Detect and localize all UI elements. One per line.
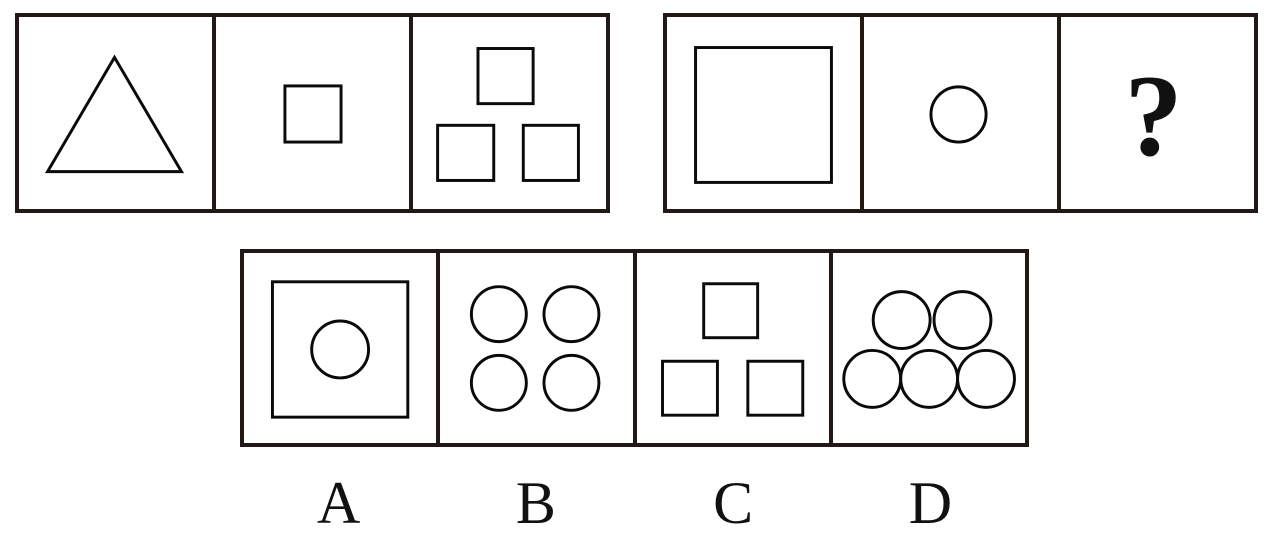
- option-labels-row: A B C D: [240, 473, 1029, 533]
- sequence-group-left: [15, 13, 610, 213]
- cell-large-square-shapes: [694, 46, 833, 184]
- answer-options-group: [240, 249, 1029, 447]
- option-label-b: B: [515, 470, 556, 536]
- square-shape: [745, 359, 804, 417]
- circle-shape: [871, 290, 932, 350]
- sequence-cell-one-circle: [860, 17, 1057, 209]
- square-shape: [436, 123, 496, 182]
- circle-shape: [542, 353, 601, 412]
- option-label-d: D: [908, 470, 953, 536]
- sequence-cell-question-mark: ?: [1057, 17, 1254, 209]
- circle-shape: [932, 290, 993, 350]
- sequence-cell-large-square: [667, 17, 860, 209]
- cell-one-circle-shapes: [929, 85, 988, 144]
- option-label-a: A: [316, 470, 361, 536]
- option-d-five-circles-shapes: [842, 290, 1016, 409]
- square-shape: [283, 84, 343, 144]
- cell-three-squares-shapes: [436, 47, 580, 182]
- sequence-cell-one-square: [212, 17, 409, 209]
- option-cell-d[interactable]: [828, 253, 1025, 443]
- circle-shape: [955, 348, 1016, 409]
- option-c-three-squares-shapes: [660, 282, 804, 417]
- sequence-cell-three-squares: [409, 17, 606, 209]
- option-cell-b[interactable]: [436, 253, 632, 443]
- circle-shape: [470, 285, 529, 344]
- option-label-c: C: [713, 470, 754, 536]
- option-cell-c[interactable]: [632, 253, 829, 443]
- square-shape: [476, 47, 535, 106]
- cell-one-square-shapes: [283, 84, 343, 144]
- square-shape: [701, 282, 759, 340]
- cell-question-mark-shapes: ?: [1125, 52, 1183, 181]
- question-mark-glyph: ?: [1125, 52, 1183, 181]
- option-a-circle-in-square-shapes: [270, 280, 410, 419]
- square-shape: [270, 280, 410, 419]
- circle-shape: [898, 348, 959, 409]
- cell-triangle-shapes: [44, 54, 185, 174]
- circle-shape: [542, 285, 601, 344]
- circle-shape: [842, 348, 902, 409]
- circle-shape: [310, 319, 371, 380]
- circle-shape: [470, 353, 529, 412]
- sequence-cell-triangle: [19, 17, 212, 209]
- option-cell-a[interactable]: [244, 253, 436, 443]
- square-shape: [694, 46, 833, 184]
- sequence-group-right: ?: [663, 13, 1258, 213]
- square-shape: [660, 359, 719, 417]
- square-shape: [521, 123, 580, 182]
- circle-shape: [929, 85, 988, 144]
- triangle-shape: [44, 54, 185, 174]
- option-b-four-circles-shapes: [470, 285, 601, 412]
